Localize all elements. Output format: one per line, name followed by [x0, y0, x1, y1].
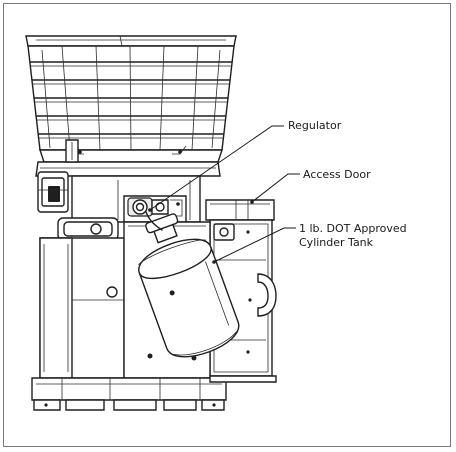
access-door-leader [251, 173, 300, 203]
regulator [123, 195, 187, 223]
regulator-hose [145, 211, 163, 231]
figure-frame [3, 3, 451, 447]
cylinder-tank [138, 213, 240, 358]
heater-head-guard [25, 35, 237, 163]
regulator-label: Regulator [288, 119, 342, 132]
regulator-leader [149, 125, 284, 211]
callout-leaders [148, 125, 300, 264]
cylinder-tank-label-line1: 1 lb. DOT Approved [299, 222, 407, 235]
control-knob [37, 171, 69, 213]
access-door-label: Access Door [303, 168, 371, 181]
heater-base [31, 375, 277, 411]
cylinder-tank-label-line2: Cylinder Tank [299, 236, 374, 249]
cylinder-tank-leader [213, 227, 296, 263]
